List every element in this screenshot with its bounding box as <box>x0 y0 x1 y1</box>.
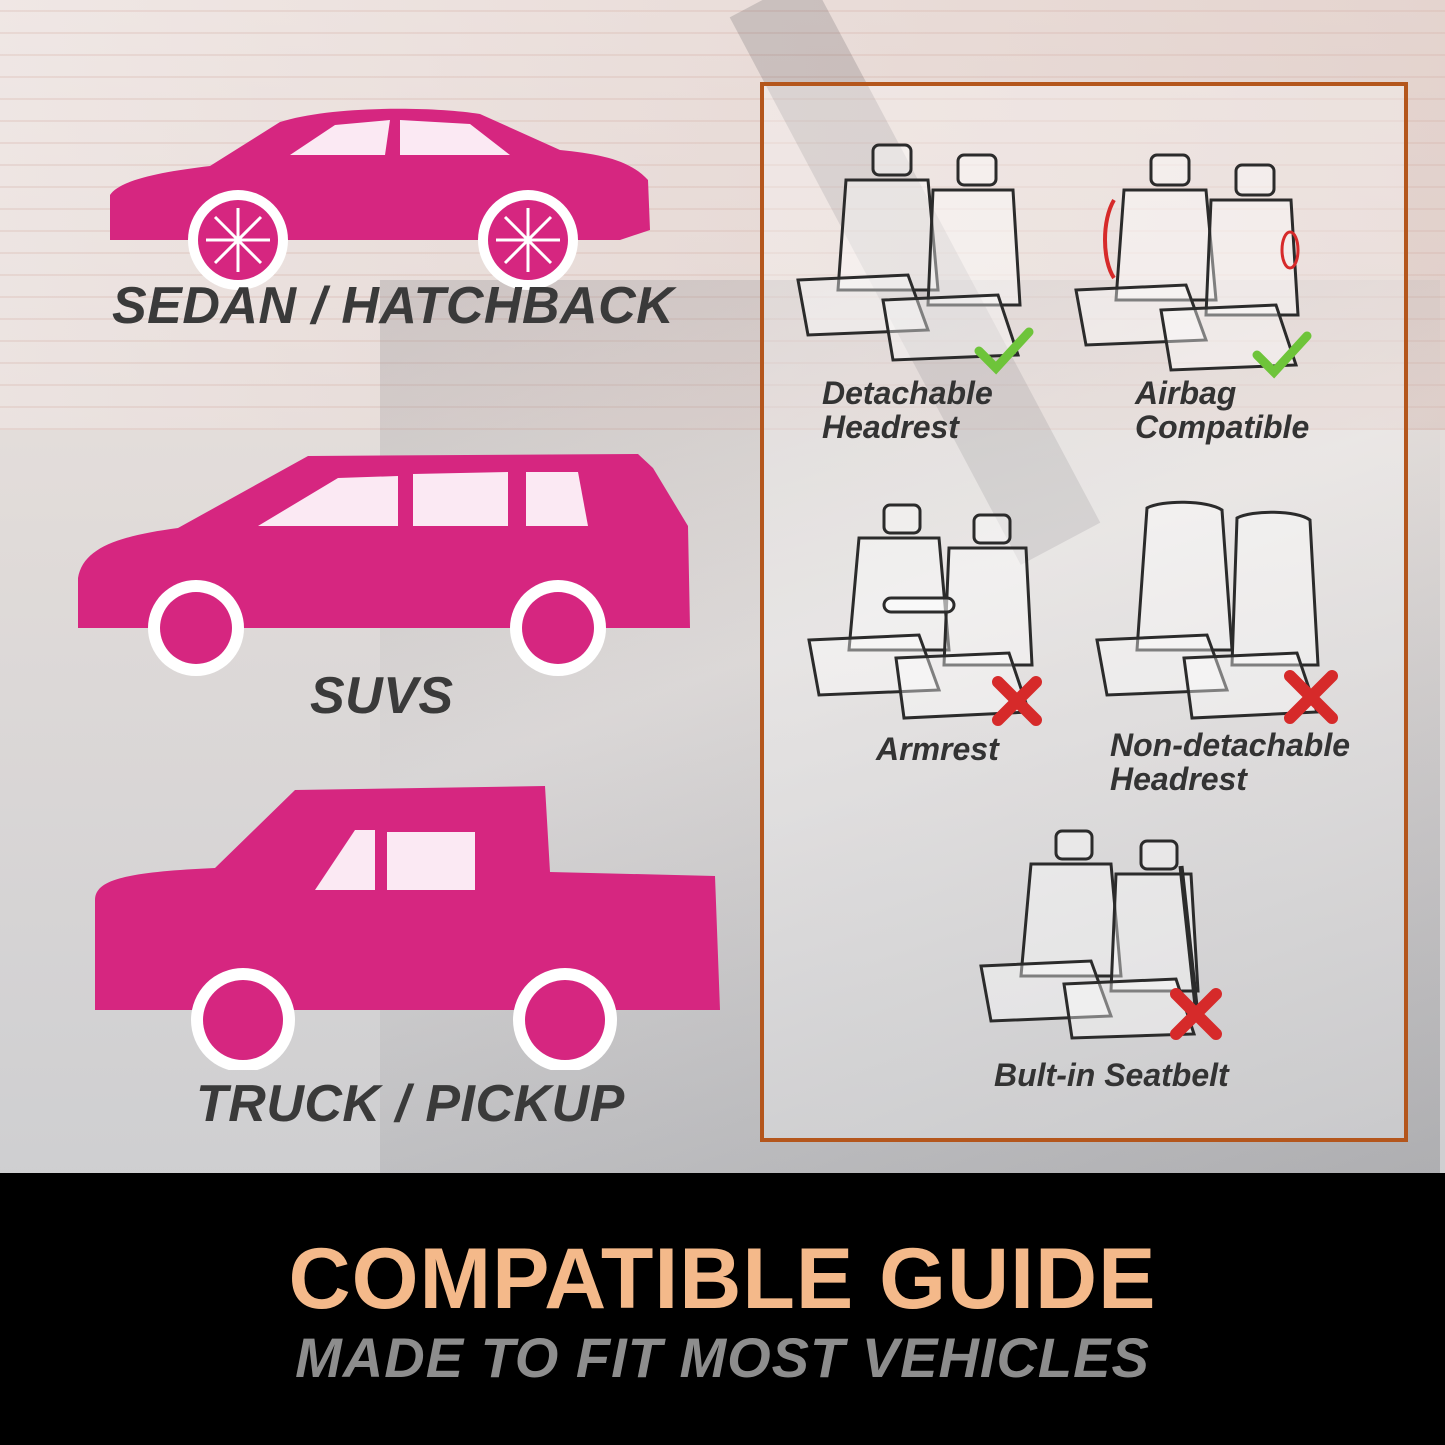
seat-armrest-icon <box>804 500 1044 735</box>
sedan-icon <box>100 100 660 290</box>
vehicle-label-suv: SUVS <box>310 667 454 725</box>
feature-label-non-detachable-headrest: Non-detachable Headrest <box>1110 728 1350 796</box>
feature-label-line1: Airbag <box>1135 375 1237 411</box>
cross-icon <box>1284 670 1338 724</box>
seat-non-detachable-headrest-icon <box>1092 500 1338 735</box>
suv-icon <box>78 448 698 678</box>
feature-label-seatbelt: Bult-in Seatbelt <box>994 1057 1229 1093</box>
cross-icon <box>1170 988 1222 1040</box>
seat-detachable-headrest-icon <box>788 140 1038 385</box>
check-icon <box>974 327 1034 375</box>
feature-label-line2: Headrest <box>1110 761 1247 797</box>
feature-label-line2: Headrest <box>822 409 959 445</box>
banner-title: COMPATIBLE GUIDE <box>288 1231 1157 1327</box>
feature-label-armrest: Armrest <box>876 731 999 767</box>
seat-compatibility-panel <box>760 82 1408 1142</box>
banner-subtitle: MADE TO FIT MOST VEHICLES <box>295 1326 1150 1389</box>
pickup-truck-icon <box>95 780 720 1070</box>
vehicle-label-sedan: SEDAN / HATCHBACK <box>112 277 675 335</box>
feature-label-line2: Compatible <box>1135 409 1310 445</box>
vehicle-label-pickup: TRUCK / PICKUP <box>196 1075 625 1133</box>
feature-label-line1: Detachable <box>822 375 993 411</box>
seat-airbag-icon <box>1066 150 1316 385</box>
feature-label-airbag: Airbag Compatible <box>1135 376 1309 444</box>
seat-built-in-seatbelt-icon <box>976 826 1222 1061</box>
feature-label-detachable-headrest: Detachable Headrest <box>822 376 993 444</box>
cross-icon <box>992 676 1042 726</box>
check-icon <box>1252 331 1312 379</box>
feature-label-line1: Non-detachable <box>1110 727 1351 763</box>
bottom-banner <box>0 1173 1445 1445</box>
